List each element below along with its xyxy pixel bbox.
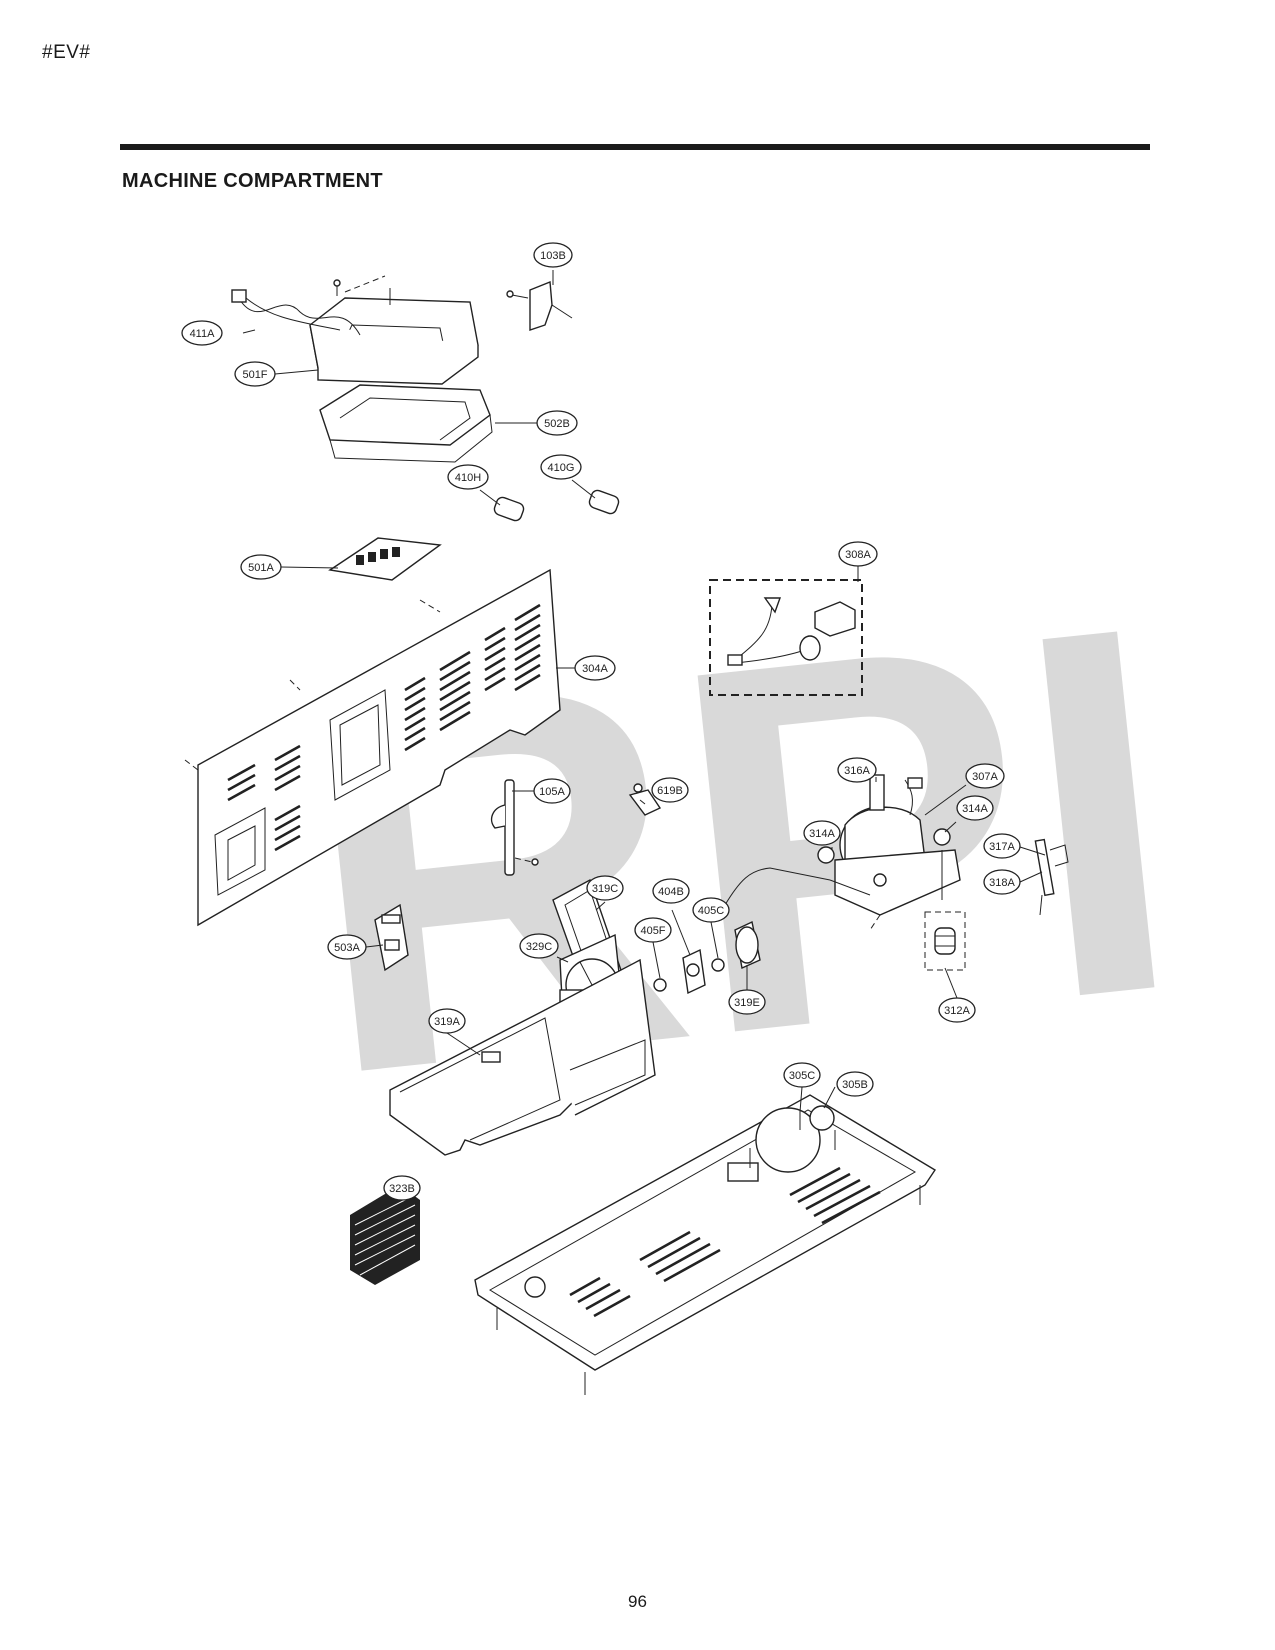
callout-103B: 103B — [533, 242, 573, 268]
callout-405F: 405F — [634, 917, 672, 943]
callout-label: 405F — [640, 925, 665, 937]
callout-314A-right: 314A — [956, 795, 994, 821]
base-plate — [474, 1094, 936, 1395]
compressor — [724, 774, 961, 931]
callout-105A: 105A — [533, 778, 571, 804]
clip-619B — [628, 783, 662, 816]
callout-329C: 329C — [519, 933, 559, 959]
callout-411A: 411A — [181, 320, 223, 346]
callout-619B: 619B — [651, 777, 689, 803]
callout-label: 503A — [334, 942, 360, 954]
callout-323B: 323B — [383, 1175, 421, 1201]
callout-308A: 308A — [838, 541, 878, 567]
callout-label: 501F — [242, 369, 267, 381]
control-box-case — [319, 384, 493, 463]
callout-label: 304A — [582, 663, 608, 675]
vent-grill — [227, 603, 541, 852]
callout-404B: 404B — [652, 878, 690, 904]
callout-305B: 305B — [836, 1071, 874, 1097]
callout-501A: 501A — [240, 554, 282, 580]
callout-305C: 305C — [783, 1062, 821, 1088]
callout-304A: 304A — [574, 655, 616, 681]
drain-tube — [490, 779, 539, 876]
callout-label: 318A — [989, 877, 1015, 889]
power-cord — [231, 289, 361, 336]
callout-307A: 307A — [965, 763, 1005, 789]
bracket-103B — [506, 280, 573, 331]
header-tag: #EV# — [42, 42, 91, 63]
cap-410H — [493, 496, 525, 522]
fan-motor — [734, 920, 761, 970]
vent-grill — [569, 1166, 881, 1318]
callout-label: 305B — [842, 1079, 868, 1091]
callout-label: 405C — [698, 905, 724, 917]
callout-502B: 502B — [536, 410, 578, 436]
page-number: 96 — [628, 1592, 647, 1611]
control-box-cover — [309, 297, 479, 385]
callout-410H: 410H — [447, 464, 489, 490]
callout-label: 312A — [944, 1005, 970, 1017]
fan-duct — [389, 958, 656, 1156]
fan-motor-mount — [653, 948, 725, 995]
callout-label: 307A — [972, 771, 998, 783]
callout-label: 502B — [544, 418, 570, 430]
callout-label: 411A — [190, 328, 216, 340]
callout-410G: 410G — [540, 454, 582, 480]
callout-319E: 319E — [728, 989, 766, 1015]
callout-319C: 319C — [586, 875, 624, 901]
callout-label: 329C — [526, 941, 552, 953]
callout-312A: 312A — [938, 997, 976, 1023]
back-cover-panel — [184, 568, 561, 927]
callout-label: 404B — [658, 886, 684, 898]
callout-label: 410G — [548, 462, 575, 474]
callout-314A-left: 314A — [803, 820, 841, 846]
grommet-group — [924, 911, 966, 971]
callout-label: 410H — [455, 472, 481, 484]
pcb-501A — [328, 537, 442, 581]
callout-501F: 501F — [234, 361, 276, 387]
cap-410G — [588, 489, 620, 515]
callout-316A: 316A — [837, 757, 877, 783]
callout-405C: 405C — [692, 897, 730, 923]
callout-label: 314A — [962, 803, 988, 815]
condenser — [350, 1185, 420, 1285]
callout-label: 308A — [845, 549, 871, 561]
section-divider — [120, 144, 1150, 150]
callout-label: 501A — [248, 562, 274, 574]
callout-503A: 503A — [327, 934, 367, 960]
leader-lines — [242, 270, 1046, 1201]
wire-harness-group — [709, 579, 863, 696]
callout-label: 103B — [540, 250, 566, 262]
callout-label: 316A — [844, 765, 870, 777]
screw — [333, 279, 341, 296]
callout-label: 314A — [809, 828, 835, 840]
callout-label: 105A — [539, 786, 565, 798]
callout-label: 305C — [789, 1070, 815, 1082]
callout-319A: 319A — [428, 1008, 466, 1034]
callout-318A: 318A — [983, 869, 1021, 895]
switch-503A — [374, 903, 409, 972]
callout-317A: 317A — [983, 833, 1021, 859]
section-title: MACHINE COMPARTMENT — [122, 170, 383, 192]
callout-label: 619B — [657, 785, 683, 797]
callout-label: 319A — [434, 1016, 460, 1028]
callout-label: 317A — [989, 841, 1015, 853]
callout-label: 323B — [389, 1183, 415, 1195]
callout-label: 319C — [592, 883, 618, 895]
callout-label: 319E — [734, 997, 760, 1009]
